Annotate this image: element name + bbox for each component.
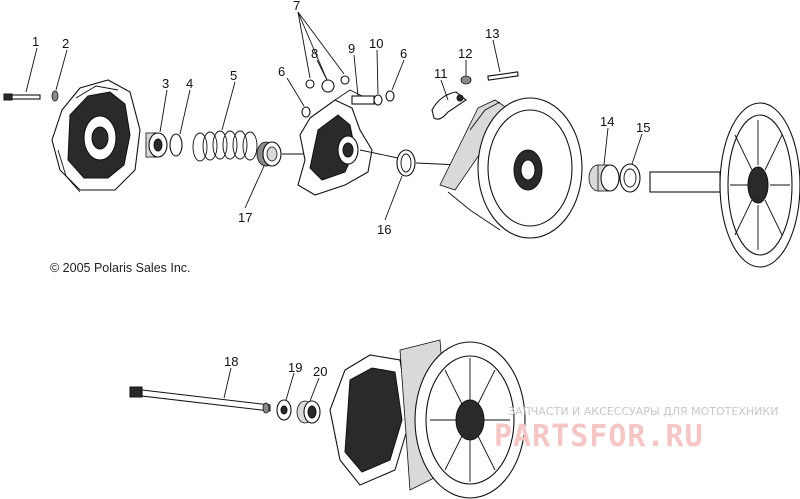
callout-13: 13: [485, 26, 499, 41]
part-spring: [192, 130, 258, 162]
part-spider: [297, 89, 399, 196]
part-washer: [51, 90, 59, 102]
part-sheave-bushing: [588, 164, 620, 192]
part-washer-lower: [276, 399, 292, 421]
part-sheave-seal: [619, 163, 641, 193]
part-clutch-bolt: [129, 386, 271, 414]
callout-5: 5: [230, 68, 237, 83]
part-clutch-cover: [51, 79, 141, 193]
callout-8: 8: [311, 46, 318, 61]
leader-lines: [25, 11, 643, 402]
part-nut: [460, 75, 472, 85]
part-moveable-sheave: [439, 97, 583, 239]
callout-18: 18: [224, 354, 238, 369]
part-bolt: [3, 93, 41, 101]
callout-17: 17: [238, 210, 252, 225]
callout-20: 20: [313, 364, 327, 379]
callout-15: 15: [636, 120, 650, 135]
callout-10: 10: [369, 36, 383, 51]
copyright-notice: © 2005 Polaris Sales Inc.: [50, 261, 191, 275]
part-o-ring: [169, 133, 183, 157]
part-spacer-lower: [296, 400, 321, 424]
callout-9: 9: [348, 41, 355, 56]
part-stud-bolt: [487, 71, 519, 81]
callout-4: 4: [186, 76, 193, 91]
callout-1: 1: [32, 34, 39, 49]
part-bushing: [145, 132, 168, 158]
callout-labels: 1 2 3 4 5 6 6 7 8 9 10 11 12 13 14 15 16…: [32, 0, 650, 379]
watermark-logo: PARTSFOR.RU: [494, 419, 704, 454]
callout-19: 19: [288, 360, 302, 375]
part-clutch-assembly: [329, 339, 526, 499]
callout-16: 16: [377, 222, 391, 237]
callout-2: 2: [62, 36, 69, 51]
callout-3: 3: [162, 76, 169, 91]
callout-14: 14: [600, 114, 614, 129]
callout-6a: 6: [278, 64, 285, 79]
callout-6b: 6: [400, 46, 407, 61]
part-roller-set: [301, 75, 395, 118]
callout-7: 7: [293, 0, 300, 13]
callout-12: 12: [458, 46, 472, 61]
part-spring-bushing: [256, 141, 304, 167]
watermark-tagline: ЗАПЧАСТИ И АКСЕССУАРЫ ДЛЯ МОТОТЕХНИКИ: [508, 405, 778, 418]
callout-11: 11: [434, 66, 448, 81]
part-flyweight: [431, 91, 467, 120]
part-fixed-sheave: [649, 102, 800, 268]
